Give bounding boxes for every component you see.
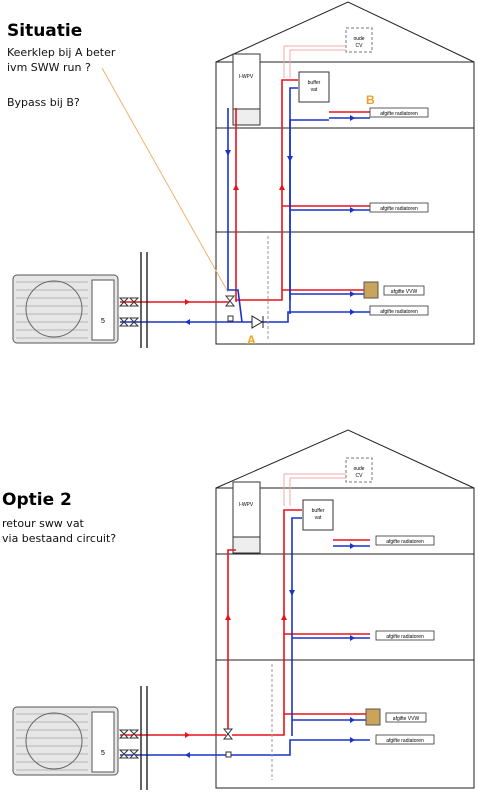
top-old-pipes — [283, 45, 346, 78]
svg-text:afgifte radiatoren: afgifte radiatoren — [386, 539, 424, 545]
top-note-pointer — [101, 67, 229, 293]
top-check-valve-a — [251, 315, 264, 329]
svg-text:vat: vat — [311, 87, 318, 93]
svg-text:afgifte VVW: afgifte VVW — [391, 289, 418, 295]
top-old-cv: oude CV — [345, 27, 373, 53]
label-a: A — [247, 333, 256, 347]
svg-text:buffer: buffer — [308, 80, 321, 86]
svg-text:afgifte radiatoren: afgifte radiatoren — [380, 309, 418, 315]
bottom-outdoor-unit: 5 — [12, 706, 119, 776]
svg-text:buffer: buffer — [312, 508, 325, 514]
svg-text:afgifte radiatoren: afgifte radiatoren — [380, 111, 418, 117]
svg-text:oude: oude — [353, 466, 364, 472]
top-label-radiatoren-1: afgifte radiatoren — [369, 107, 429, 118]
svg-text:I-WPV: I-WPV — [239, 502, 254, 508]
bottom-valve — [222, 728, 234, 758]
bottom-label-radiatoren-3: afgifte radiatoren — [375, 734, 435, 745]
top-iwpv: I-WPV — [232, 53, 261, 126]
bottom-title: Optie 2 — [2, 490, 72, 510]
top-title: Situatie — [7, 21, 83, 41]
svg-text:I-WPV: I-WPV — [239, 74, 254, 80]
top-label-vvw: afgifte VVW — [383, 285, 425, 296]
svg-text:afgifte radiatoren: afgifte radiatoren — [386, 738, 424, 744]
top-note-line-1: Keerklep bij A beter — [7, 46, 116, 59]
svg-text:5: 5 — [101, 750, 105, 757]
bottom-return-pipes — [120, 517, 370, 756]
bottom-supply-pipes — [120, 509, 370, 736]
bottom-old-cv: oude CV — [345, 457, 373, 483]
top-flow-arrows — [185, 115, 355, 325]
svg-text:5: 5 — [101, 318, 105, 325]
bottom-wall — [140, 686, 148, 790]
svg-text:afgifte VVW: afgifte VVW — [393, 716, 420, 722]
bottom-note-line-2: via bestaand circuit? — [2, 532, 117, 545]
top-wall — [140, 252, 148, 348]
svg-text:CV: CV — [356, 43, 364, 49]
svg-text:afgifte radiatoren: afgifte radiatoren — [380, 206, 418, 212]
top-return-pipes — [120, 87, 370, 323]
top-valve-a — [224, 295, 236, 322]
top-outdoor-valves — [118, 297, 140, 327]
top-house — [215, 1, 475, 345]
top-label-radiatoren-2: afgifte radiatoren — [369, 202, 429, 213]
label-b: B — [366, 93, 375, 107]
svg-text:oude: oude — [353, 36, 364, 42]
top-note-bypass: Bypass bij B? — [7, 96, 80, 109]
bottom-house — [215, 429, 475, 789]
bottom-note-line-1: retour sww vat — [2, 517, 84, 530]
bottom-flow-arrows — [185, 543, 355, 758]
bottom-iwpv: I-WPV — [232, 481, 261, 554]
bottom-buffer-vat: buffer vat — [302, 499, 334, 531]
svg-text:vat: vat — [315, 515, 322, 521]
top-buffer-vat: buffer vat — [298, 71, 330, 103]
bottom-label-vvw: afgifte VVW — [385, 712, 427, 723]
bottom-label-radiatoren-1: afgifte radiatoren — [375, 535, 435, 546]
top-outdoor-unit: 5 — [12, 274, 119, 344]
svg-text:afgifte radiatoren: afgifte radiatoren — [386, 634, 424, 640]
top-label-radiatoren-3: afgifte radiatoren — [369, 305, 429, 316]
bottom-old-pipes — [283, 473, 346, 506]
bottom-outdoor-valves — [118, 729, 140, 759]
bottom-label-radiatoren-2: afgifte radiatoren — [375, 630, 435, 641]
bottom-manifold — [365, 708, 381, 726]
top-manifold — [363, 281, 379, 299]
top-note-line-2: ivm SWW run ? — [7, 61, 91, 74]
svg-text:CV: CV — [356, 473, 364, 479]
